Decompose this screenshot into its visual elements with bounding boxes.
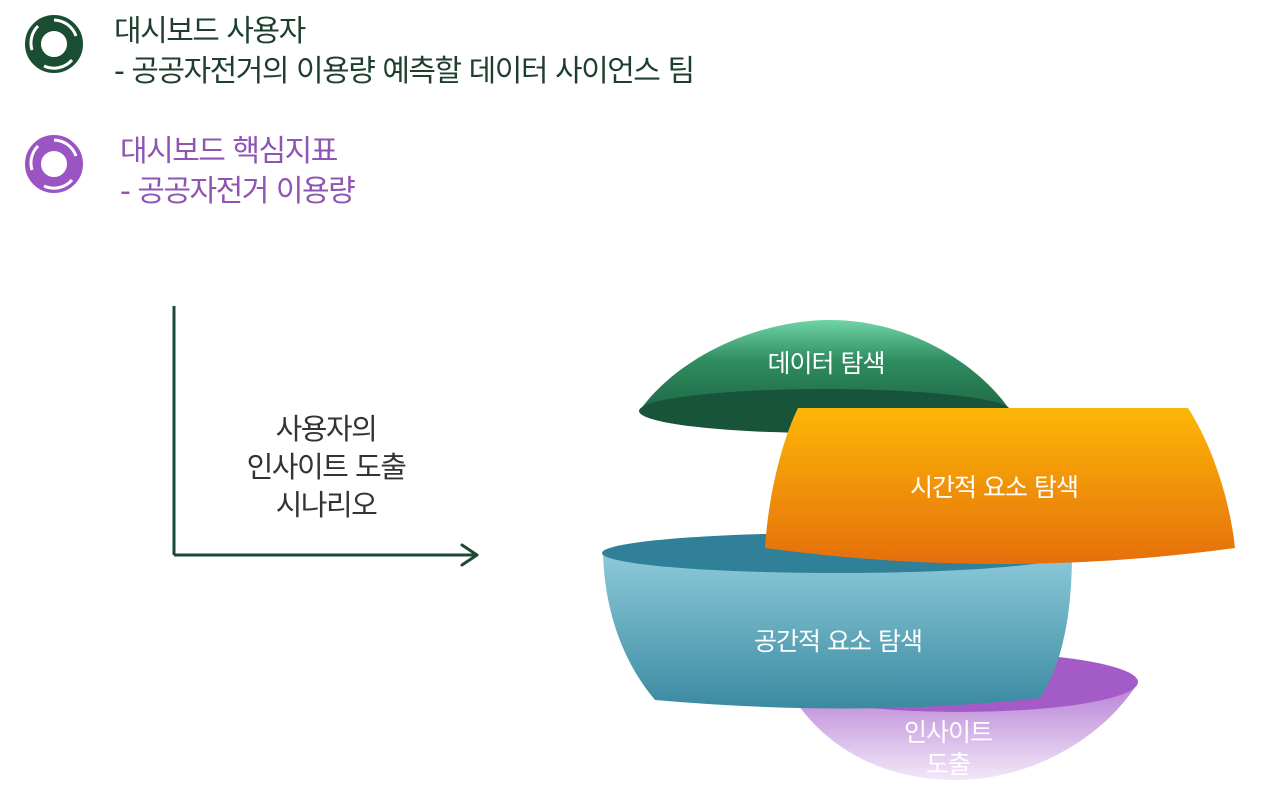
legend-text: 대시보드 핵심지표 - 공공자전거 이용량 — [120, 132, 356, 212]
legend-item-dashboard-metric: 대시보드 핵심지표 - 공공자전거 이용량 — [24, 132, 356, 212]
axis-label: 사용자의 인사이트 도출 시나리오 — [226, 410, 426, 524]
scenario-axis — [172, 306, 479, 567]
ring-icon — [25, 135, 83, 193]
spatial-exploration-label: 공간적 요소 탐색 — [754, 627, 922, 656]
legend-text: 대시보드 사용자 - 공공자전거의 이용량 예측할 데이터 사이언스 팀 — [114, 12, 695, 92]
spatial-exploration-bowl — [603, 553, 1072, 709]
legend-title: 대시보드 핵심지표 — [120, 134, 338, 169]
insight-label-line1: 인사이트 — [904, 718, 992, 747]
temporal-exploration-label: 시간적 요소 탐색 — [910, 473, 1078, 502]
axis-label-line: 시나리오 — [275, 488, 378, 522]
data-exploration-label: 데이터 탐색 — [768, 349, 885, 378]
axis-label-line: 사용자의 — [275, 412, 378, 446]
ring-icon — [25, 15, 83, 73]
axis-label-line: 인사이트 도출 — [246, 450, 407, 484]
legend-subtitle: - 공공자전거 이용량 — [120, 174, 356, 209]
legend-subtitle: - 공공자전거의 이용량 예측할 데이터 사이언스 팀 — [114, 54, 695, 89]
temporal-exploration-band — [765, 408, 1235, 564]
data-exploration-dome — [640, 320, 1010, 410]
insight-label-line2: 도출 — [926, 750, 970, 779]
arrow-head-icon — [460, 543, 479, 567]
temporal-exploration-layer — [765, 408, 1235, 564]
legend-title: 대시보드 사용자 — [114, 14, 306, 49]
legend-item-dashboard-user: 대시보드 사용자 - 공공자전거의 이용량 예측할 데이터 사이언스 팀 — [24, 12, 695, 92]
